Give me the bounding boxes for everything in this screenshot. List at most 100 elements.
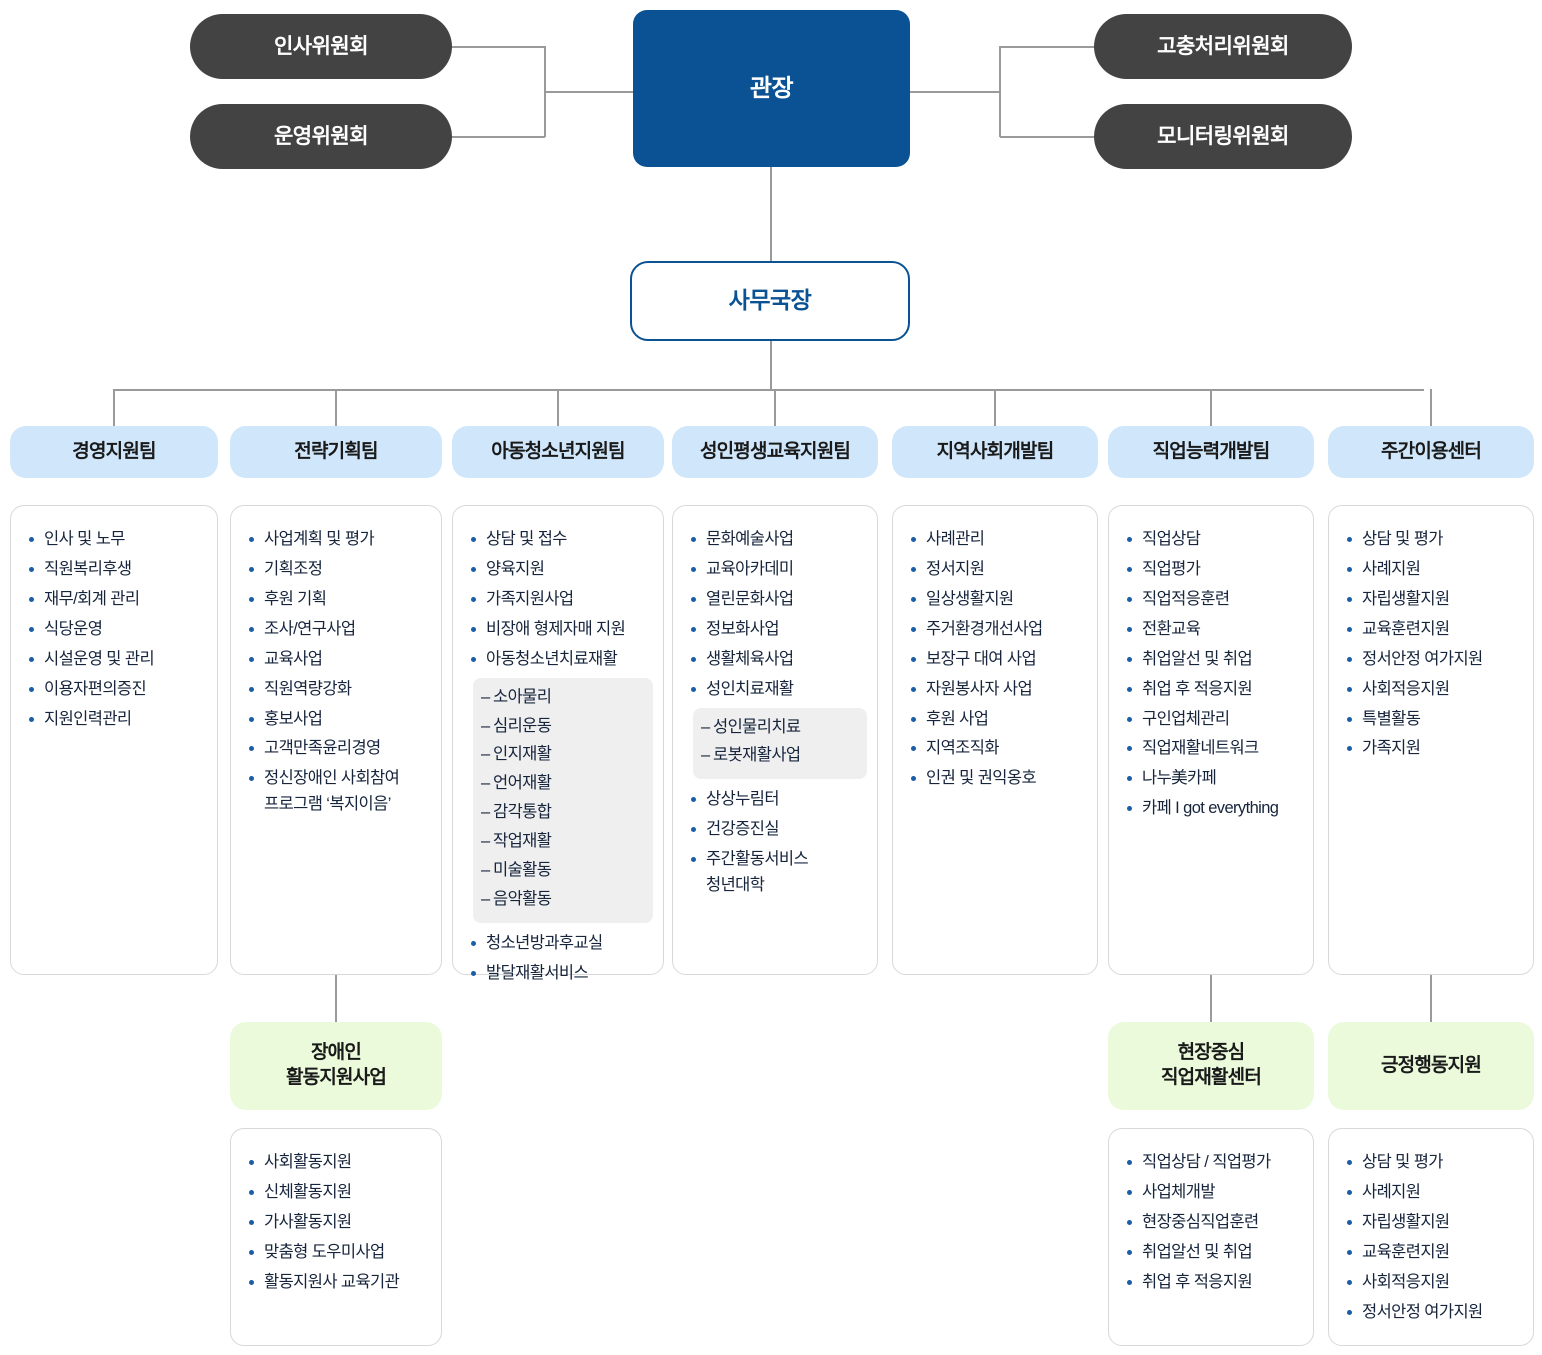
sub-list-item: 음악활동 [481,888,643,912]
node-director-label: 관장 [749,74,794,102]
sub-list-item: 미술활동 [481,859,643,883]
list-item: 사례관리 [909,528,1087,551]
list-item: 식당운영 [27,618,207,641]
team-header-직업능력개발팀[interactable]: 직업능력개발팀 [1108,426,1314,478]
list-item: 홍보사업 [247,708,431,731]
list-item: 정서안정 여가지원 [1345,648,1523,671]
team-header-성인평생교육지원팀[interactable]: 성인평생교육지원팀 [672,426,878,478]
committee-operations[interactable]: 운영위원회 [190,104,452,169]
committee-monitoring-label: 모니터링위원회 [1157,124,1289,148]
list-item: 나누美카페 [1125,767,1303,790]
list-item: 사업체개발 [1125,1181,1303,1204]
unit-header-label: 현장중심 [1177,1042,1246,1064]
list-item: 자원봉사자 사업 [909,678,1087,701]
list-item: 청소년방과후교실 [469,932,653,955]
sub-item-group: 성인물리치료로봇재활사업 [693,707,867,780]
list-item: 생활체육사업 [689,648,867,671]
list-item: 발달재활서비스 [469,962,653,985]
connector-secretary-trunk [770,341,772,390]
connector-bus-to-team-4 [774,389,776,426]
list-item: 직업상담 [1125,528,1303,551]
list-item: 후원 기획 [247,588,431,611]
team-header-label: 아동청소년지원팀 [491,440,625,462]
team-header-label: 지역사회개발팀 [936,440,1055,462]
team-header-경영지원팀[interactable]: 경영지원팀 [10,426,218,478]
committee-monitoring[interactable]: 모니터링위원회 [1094,104,1352,169]
connector-main-bus [113,389,1424,391]
team-header-아동청소년지원팀[interactable]: 아동청소년지원팀 [452,426,664,478]
list-item: 상담 및 평가 [1345,1151,1523,1174]
list-item: 양육지원 [469,558,653,581]
list-item: 시설운영 및 관리 [27,648,207,671]
list-item: 가족지원 [1345,737,1523,760]
connector-bus-to-team-2 [335,389,337,426]
list-item: 가사활동지원 [247,1211,431,1234]
connector-team-to-unit-2 [1210,975,1212,1022]
list-item-continuation: 프로그램 ‘복지이음’ [264,795,391,814]
list-item: 지원인력관리 [27,708,207,731]
sub-list-item: 언어재활 [481,772,643,796]
list-item: 인사 및 노무 [27,528,207,551]
team-header-label: 경영지원팀 [72,440,156,462]
team-panel-성인평생교육지원팀: 문화예술사업교육아카데미열린문화사업정보화사업생활체육사업성인치료재활성인물리치… [672,505,878,975]
committee-grievance-label: 고충처리위원회 [1157,34,1289,58]
list-item: 정신장애인 사회참여 [247,767,431,790]
team-header-label: 주간이용센터 [1380,440,1482,462]
list-item: 사회활동지원 [247,1151,431,1174]
unit-header-긍정행동지원[interactable]: 긍정행동지원 [1328,1022,1534,1110]
list-item: 직업상담 / 직업평가 [1125,1151,1303,1174]
connector-director-to-secretary [770,167,772,262]
team-header-주간이용센터[interactable]: 주간이용센터 [1328,426,1534,478]
list-item: 활동지원사 교육기관 [247,1271,431,1294]
unit-header-label: 긍정행동지원 [1380,1054,1482,1076]
node-secretary-general-label: 사무국장 [728,287,812,314]
list-item: 교육아카데미 [689,558,867,581]
list-item: 전환교육 [1125,618,1303,641]
committee-grievance[interactable]: 고충처리위원회 [1094,14,1352,79]
list-item: 보장구 대여 사업 [909,648,1087,671]
unit-header-label: 활동지원사업 [285,1067,387,1088]
list-item: 직업적응훈련 [1125,588,1303,611]
node-director[interactable]: 관장 [633,10,910,167]
sub-list-item: 성인물리치료 [701,716,857,740]
list-item: 건강증진실 [689,818,867,841]
list-item: 정서안정 여가지원 [1345,1301,1523,1324]
list-item: 사례지원 [1345,558,1523,581]
list-item: 자립생활지원 [1345,1211,1523,1234]
list-item: 상담 및 평가 [1345,528,1523,551]
connector-left-committee-1 [451,46,545,48]
connector-right-to-director [910,91,1000,93]
sub-list-item: 작업재활 [481,830,643,854]
unit-header-label: 직업재활센터 [1160,1067,1262,1088]
list-item: 신체활동지원 [247,1181,431,1204]
committee-hr[interactable]: 인사위원회 [190,14,452,79]
list-item: 인권 및 권익옹호 [909,767,1087,790]
team-header-지역사회개발팀[interactable]: 지역사회개발팀 [892,426,1098,478]
list-item: 취업 후 적응지원 [1125,678,1303,701]
list-item: 취업알선 및 취업 [1125,1241,1303,1264]
list-item: 카페 I got everything [1125,797,1303,820]
list-item: 지역조직화 [909,737,1087,760]
connector-team-to-unit-3 [1430,975,1432,1022]
node-secretary-general[interactable]: 사무국장 [630,261,910,341]
list-item: 조사/연구사업 [247,618,431,641]
list-item: 자립생활지원 [1345,588,1523,611]
list-item: 직원역량강화 [247,678,431,701]
team-header-label: 성인평생교육지원팀 [699,440,851,462]
team-header-전략기획팀[interactable]: 전략기획팀 [230,426,442,478]
list-item: 교육훈련지원 [1345,1241,1523,1264]
list-item: 구인업체관리 [1125,708,1303,731]
list-item: 취업 후 적응지원 [1125,1271,1303,1294]
